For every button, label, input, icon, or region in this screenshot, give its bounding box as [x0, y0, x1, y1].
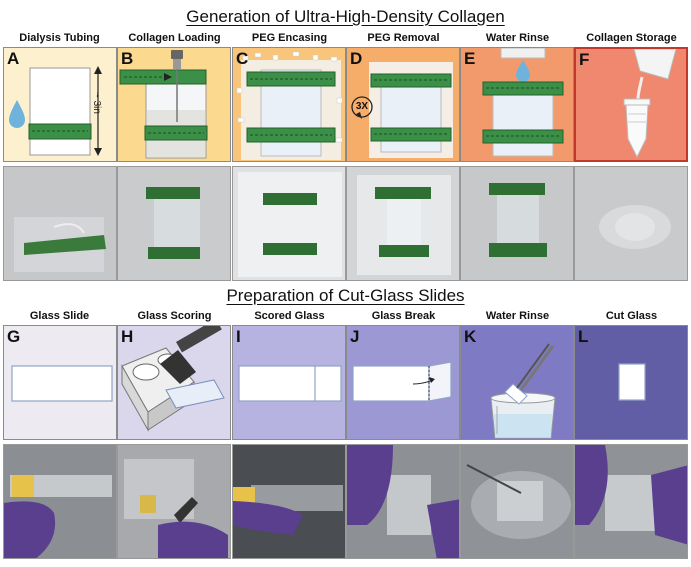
forceps-icon — [519, 345, 555, 391]
wash-bottle-nozzle — [500, 48, 546, 59]
step-label-collagen-loading: Collagen Loading — [128, 32, 221, 44]
glass-slide — [238, 365, 342, 402]
glass-break-illustration — [352, 361, 452, 402]
glass-scoring-illustration — [121, 326, 225, 432]
step-label-glass-slide: Glass Slide — [29, 310, 90, 322]
photo-dialysis-tubing — [3, 166, 117, 281]
scored-glass-illustration — [238, 365, 342, 402]
panel-letter-l: L — [578, 327, 589, 346]
scoring-pen-icon — [160, 350, 196, 384]
dialysis-tubing-illustration — [9, 66, 102, 156]
collagen-storage-illustration — [623, 49, 677, 159]
step-label-glass-scoring: Glass Scoring — [137, 310, 212, 322]
panel-letter-f: F — [579, 50, 590, 69]
panel-k-water-rinse-glass: K — [460, 325, 574, 440]
panel-letter-b: B — [121, 49, 134, 68]
photo-glass-scoring — [117, 444, 231, 559]
collagen-loading-illustration — [119, 50, 208, 159]
water-rinse-illustration — [482, 48, 564, 157]
step-label-peg-removal: PEG Removal — [367, 32, 440, 44]
glass-section-title: Preparation of Cut-Glass Slides — [226, 286, 465, 305]
cut-glass-illustration — [618, 363, 646, 401]
pouring-tube — [633, 49, 677, 80]
panel-a-dialysis-tubing: A ~ 3in — [3, 47, 117, 162]
panel-letter-k: K — [464, 327, 477, 346]
repeat-count-label: 3X — [355, 101, 369, 112]
photo-glass-break — [346, 444, 460, 559]
panel-letter-g: G — [7, 327, 21, 346]
photo-glass-slide — [3, 444, 117, 559]
panel-letter-j: J — [350, 327, 360, 346]
syringe-icon — [171, 50, 183, 59]
water-drop-icon — [516, 60, 530, 82]
glass-slide-illustration — [11, 365, 113, 402]
glass-slide — [11, 365, 113, 402]
peg-encasing-illustration — [236, 51, 343, 160]
step-label-cut-glass: Cut Glass — [605, 310, 658, 322]
photo-peg-encasing — [232, 166, 346, 281]
tubing-body — [29, 67, 91, 156]
cut-glass-piece — [618, 363, 646, 401]
panel-g-glass-slide: G — [3, 325, 117, 440]
beaker-water — [494, 414, 552, 438]
step-label-water-rinse: Water Rinse — [485, 32, 550, 44]
panel-e-water-rinse: E — [460, 47, 574, 162]
repeat-cycle-icon — [351, 96, 373, 118]
top-clip — [119, 69, 207, 85]
peg-removal-illustration — [351, 62, 453, 158]
photo-collagen-storage — [574, 166, 688, 281]
photo-scored-glass — [232, 444, 346, 559]
step-label-glass-break: Glass Break — [371, 310, 436, 322]
step-label-peg-encasing: PEG Encasing — [251, 32, 328, 44]
step-label-water-rinse-glass: Water Rinse — [485, 310, 550, 322]
step-label-scored-glass: Scored Glass — [254, 310, 325, 322]
glass-piece — [504, 383, 528, 405]
glass-slide — [165, 379, 225, 409]
panel-letter-e: E — [464, 49, 476, 68]
photo-water-rinse — [460, 166, 574, 281]
panel-l-cut-glass: L — [574, 325, 688, 440]
step-label-dialysis-tubing: Dialysis Tubing — [19, 32, 100, 44]
panel-i-scored-glass: I — [232, 325, 346, 440]
photo-water-rinse-glass — [460, 444, 574, 559]
step-label-collagen-storage: Collagen Storage — [586, 32, 677, 44]
photo-collagen-loading — [117, 166, 231, 281]
water-rinse-glass-illustration — [490, 343, 556, 439]
panel-letter-d: D — [350, 49, 363, 68]
water-drop-icon — [9, 100, 25, 128]
photo-peg-removal — [346, 166, 460, 281]
panel-h-glass-scoring: H — [117, 325, 231, 440]
panel-letter-a: A — [7, 49, 20, 68]
panel-b-collagen-loading: B — [117, 47, 231, 162]
panel-letter-c: C — [236, 49, 249, 68]
broken-piece — [428, 361, 452, 402]
tube-cap — [623, 98, 651, 106]
collagen-section-title: Generation of Ultra-High-Density Collage… — [186, 7, 505, 26]
panel-c-peg-encasing: C — [232, 47, 346, 162]
panel-d-peg-removal: D 3X — [346, 47, 460, 162]
tubing-length-annotation: ~ 3in — [91, 92, 102, 114]
panel-letter-i: I — [236, 327, 241, 346]
photo-cut-glass — [574, 444, 688, 559]
panel-j-glass-break: J — [346, 325, 460, 440]
conical-tube-icon — [625, 104, 649, 159]
panel-f-collagen-storage: F — [574, 47, 688, 162]
panel-letter-h: H — [121, 327, 134, 346]
